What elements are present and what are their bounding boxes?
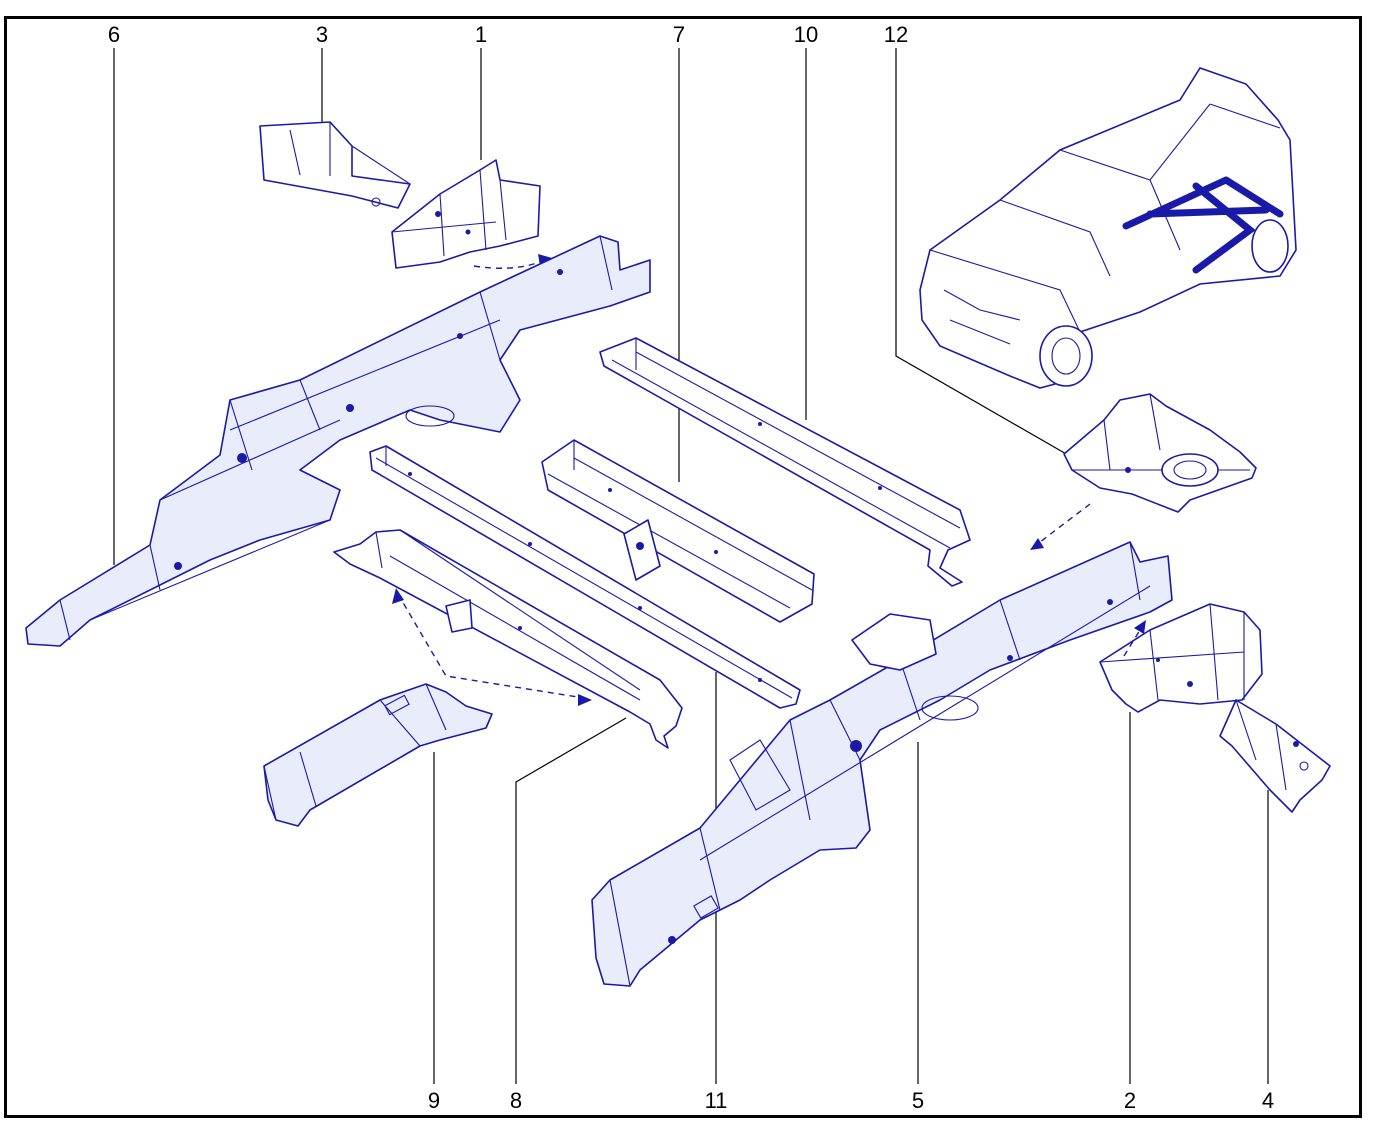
part-2-bracket xyxy=(1099,603,1263,713)
part-6-side-member xyxy=(25,235,651,647)
part-11-thin-rail xyxy=(369,445,801,709)
part-8-sill-rail xyxy=(333,529,683,749)
arrowhead-part9-right xyxy=(578,694,592,706)
arrowhead-part9-up xyxy=(392,588,404,604)
callout-7: 7 xyxy=(672,22,686,47)
callout-12: 12 xyxy=(883,22,909,47)
vehicle-locator-image xyxy=(919,67,1297,389)
callout-11: 11 xyxy=(704,1088,728,1113)
arrow-part12-to-5 xyxy=(1039,503,1091,543)
leader-8 xyxy=(515,717,627,1084)
part-4-gusset xyxy=(1219,699,1331,813)
callout-4: 4 xyxy=(1261,1088,1275,1113)
part-10-long-rail xyxy=(599,337,971,587)
callout-5: 5 xyxy=(911,1088,925,1113)
arrow-part1-to-6 xyxy=(473,261,541,269)
part-1-reinforcement xyxy=(391,159,541,269)
callout-1: 1 xyxy=(474,22,488,47)
arrow-part9-to-8 xyxy=(397,593,585,699)
arrowhead-part2 xyxy=(1134,620,1146,634)
leader-12 xyxy=(895,48,1069,456)
part-5-side-member xyxy=(591,541,1173,987)
callout-9: 9 xyxy=(427,1088,441,1113)
callout-6: 6 xyxy=(107,22,121,47)
callout-10: 10 xyxy=(793,22,819,47)
part-3-bracket xyxy=(259,121,411,209)
arrowhead-part12 xyxy=(1030,538,1044,550)
part-7-cross-member xyxy=(541,439,815,623)
callout-8: 8 xyxy=(509,1088,523,1113)
part-9-sill-extension xyxy=(263,683,493,827)
callout-2: 2 xyxy=(1123,1088,1137,1113)
callout-3: 3 xyxy=(315,22,329,47)
arrow-part2-to-5 xyxy=(1123,629,1141,657)
part-12-floor-panel xyxy=(1063,393,1257,513)
